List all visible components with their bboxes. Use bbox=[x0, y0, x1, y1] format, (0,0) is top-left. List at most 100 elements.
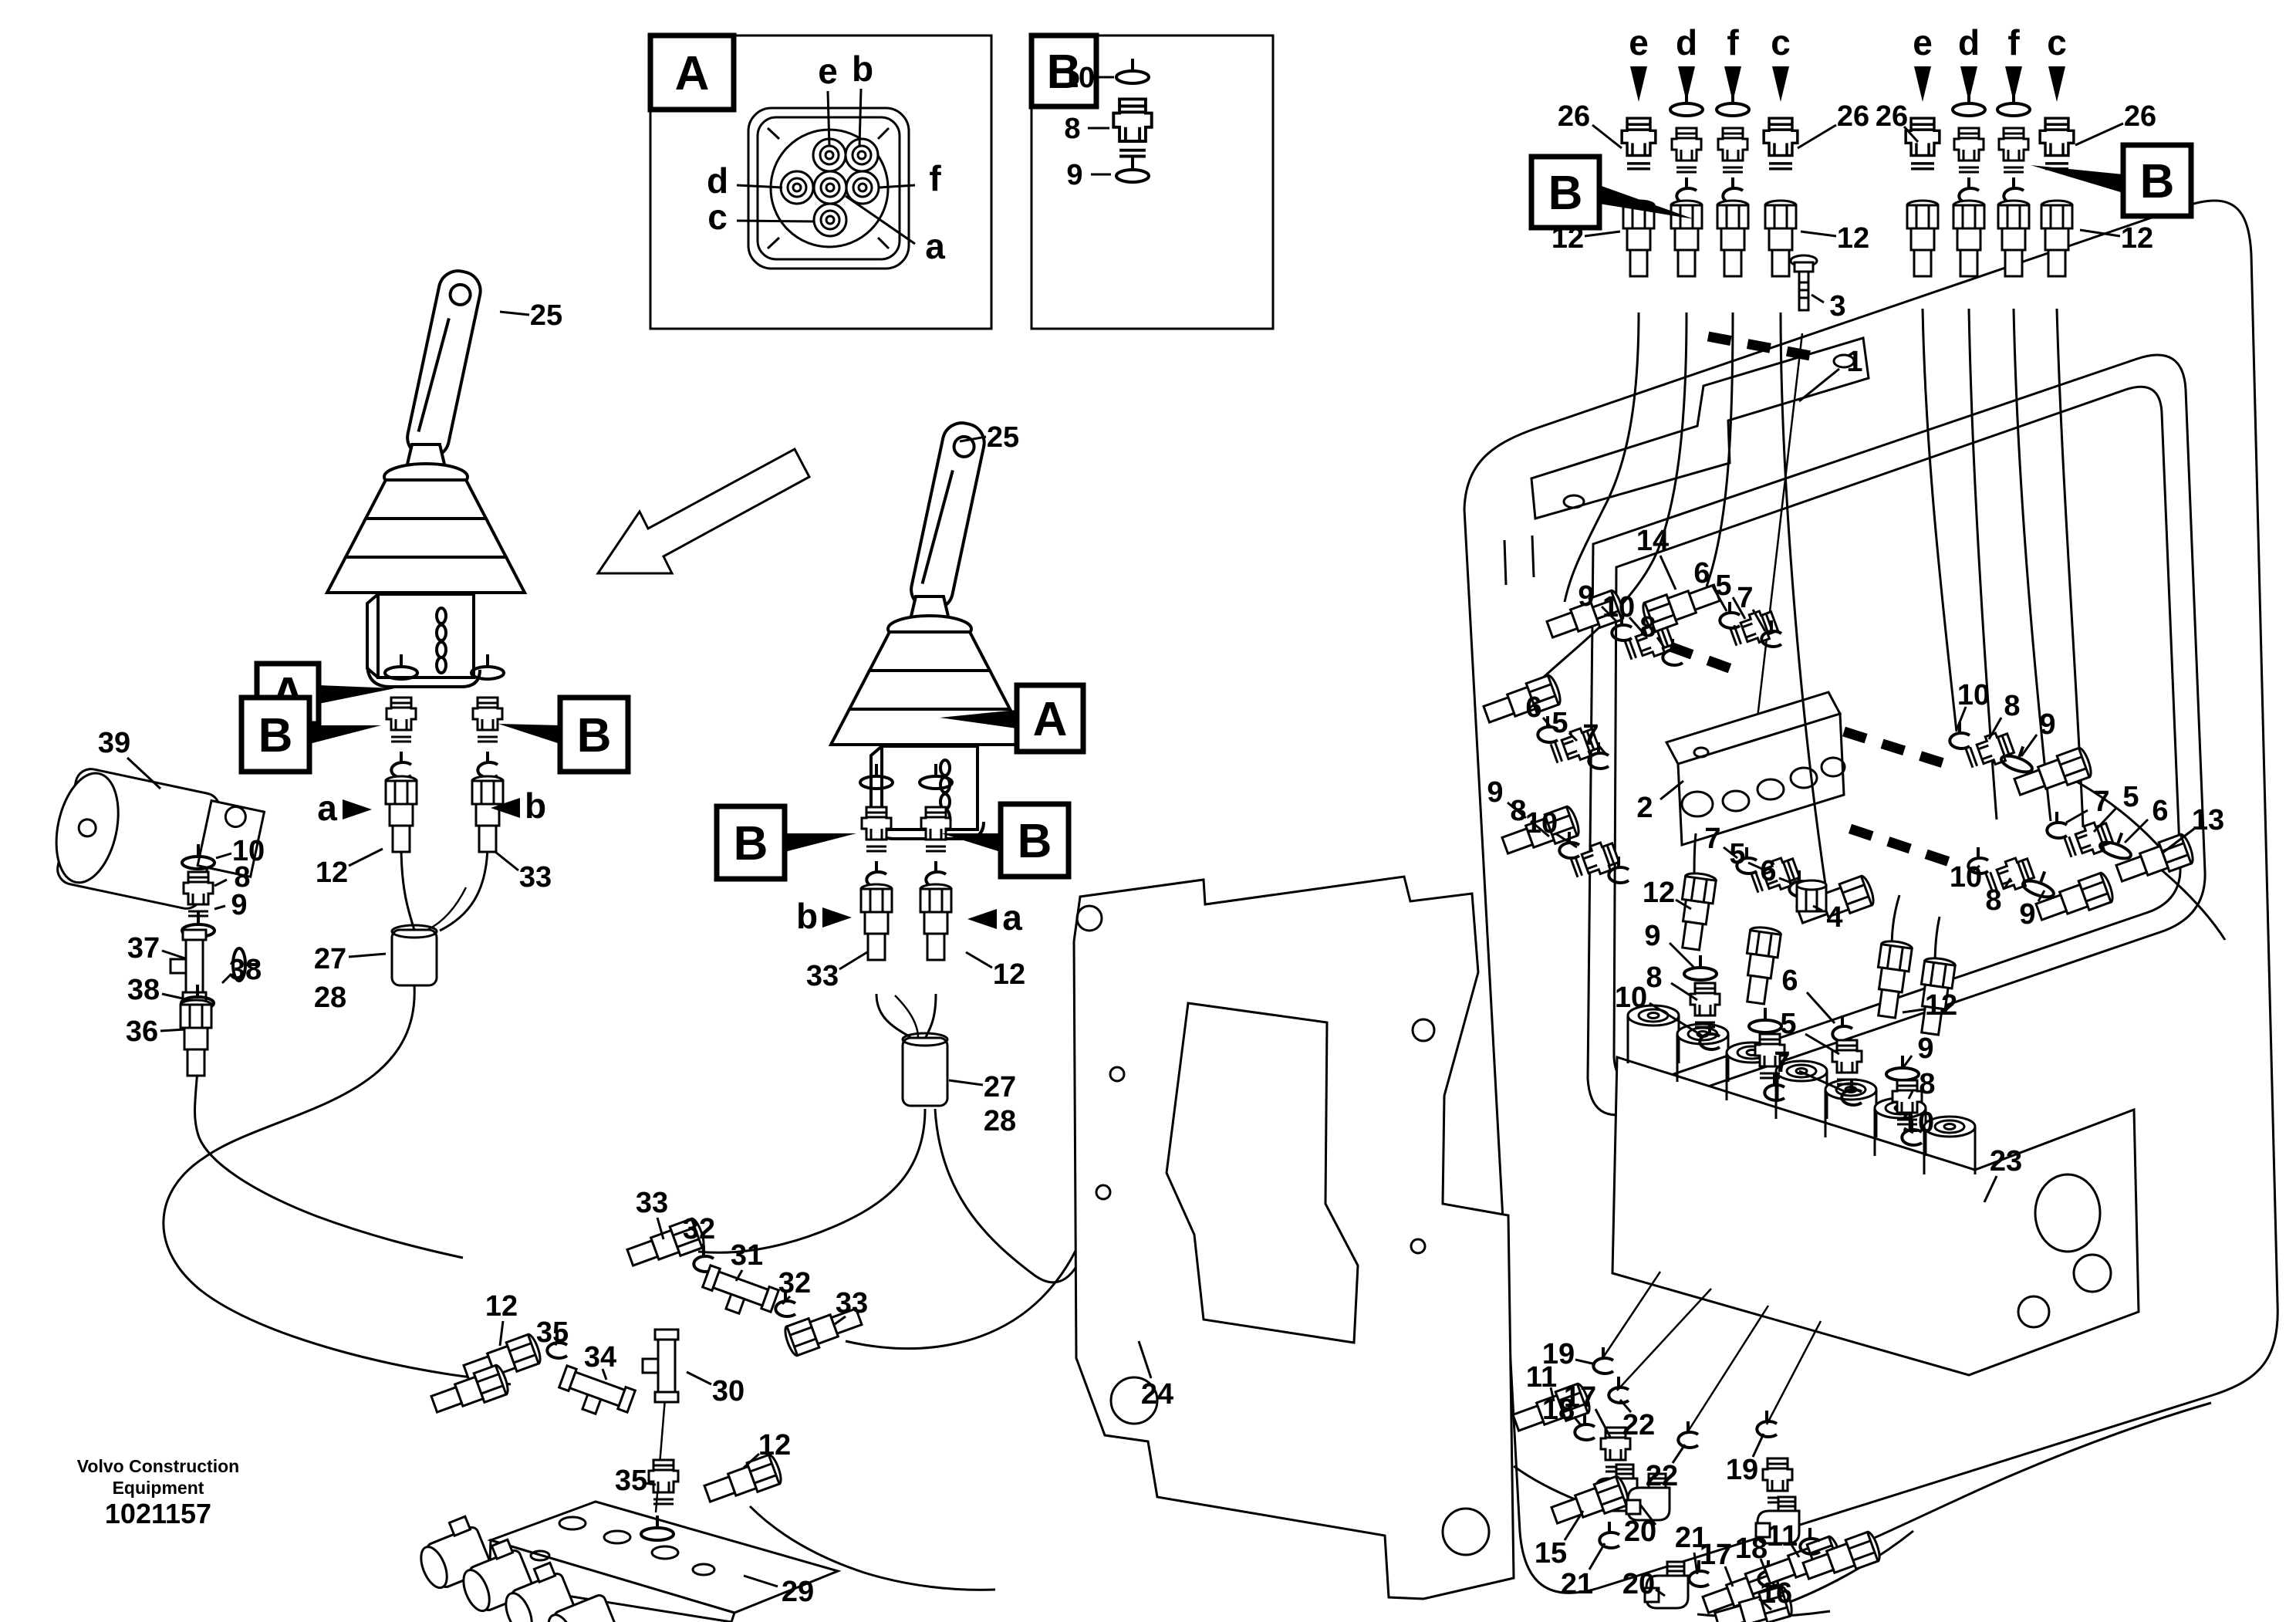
callout-label: 35 bbox=[615, 1465, 647, 1497]
fitting-np-icon bbox=[860, 806, 893, 853]
callout-label: 38 bbox=[127, 974, 160, 1006]
callout-8: 8 bbox=[1639, 611, 1666, 649]
callout-label: 4 bbox=[1826, 901, 1842, 934]
callout-c: c bbox=[1771, 22, 1791, 63]
callout-label: 10 bbox=[232, 835, 265, 867]
fitting-hn-icon bbox=[1480, 672, 1565, 731]
callout-label: 7 bbox=[1737, 582, 1753, 614]
callout-b: b bbox=[796, 896, 852, 936]
callout-d: d bbox=[707, 161, 783, 201]
callout-35: 35 bbox=[615, 1465, 657, 1497]
callout-leader bbox=[1649, 1002, 1703, 1037]
callout-label: e bbox=[818, 51, 838, 91]
fitting-cc-icon bbox=[1676, 1420, 1700, 1449]
callout-leader bbox=[1659, 555, 1677, 590]
callout-label: 12 bbox=[316, 857, 348, 889]
fitting-or-icon bbox=[470, 653, 505, 681]
callout-17: 17 bbox=[1700, 1539, 1734, 1587]
callout-21: 21 bbox=[1675, 1522, 1707, 1575]
letter-box-a: A bbox=[647, 32, 737, 113]
callout-9: 9 bbox=[1903, 1032, 1934, 1067]
callout-label: 9 bbox=[1066, 159, 1082, 191]
callout-33: 33 bbox=[636, 1187, 668, 1240]
callout-9: 9 bbox=[2020, 708, 2056, 757]
callout-leader bbox=[1592, 123, 1622, 150]
callout-35: 35 bbox=[536, 1316, 569, 1349]
callout-label: b bbox=[525, 786, 546, 826]
callout-label: 9 bbox=[1487, 776, 1503, 809]
callout-label: 8 bbox=[1510, 795, 1526, 827]
hoses-right bbox=[1513, 308, 2227, 1618]
callout-leader bbox=[499, 310, 530, 316]
callout-label: 27 bbox=[314, 943, 346, 975]
fitting-np-icon bbox=[647, 1458, 680, 1505]
callout-23: 23 bbox=[1983, 1145, 2022, 1203]
callout-leader bbox=[1983, 1175, 1998, 1203]
callout-leader bbox=[2079, 228, 2121, 238]
fitting-np-icon bbox=[1953, 127, 1985, 174]
callout-leader bbox=[1790, 1544, 1801, 1558]
callout-label: 19 bbox=[1542, 1338, 1575, 1370]
callout-leader bbox=[215, 852, 232, 860]
callout-label: 26 bbox=[1558, 100, 1590, 133]
callout-label: 12 bbox=[2121, 222, 2153, 255]
callout-12: 12 bbox=[742, 1429, 791, 1469]
fitting-np-icon bbox=[1761, 1457, 1794, 1504]
callout-6: 6 bbox=[2123, 795, 2169, 844]
callout-leader bbox=[126, 756, 162, 790]
callout-label: 34 bbox=[584, 1341, 616, 1374]
fitting-np-icon bbox=[1762, 117, 1799, 171]
fitting-or-icon bbox=[1885, 1054, 1920, 1082]
callout-27: 27 bbox=[314, 943, 387, 975]
callout-13: 13 bbox=[2161, 804, 2224, 855]
callout-leader bbox=[1778, 877, 1792, 884]
callout-label: 5 bbox=[2122, 781, 2139, 813]
port-arrow-icon bbox=[1772, 66, 1789, 102]
callout-17: 17 bbox=[1564, 1381, 1612, 1439]
callout-leader bbox=[2037, 890, 2046, 902]
fitting-np-icon bbox=[1689, 982, 1721, 1029]
callout-leader bbox=[1549, 1387, 1555, 1402]
direction-arrow bbox=[596, 447, 812, 575]
callout-10: 10 bbox=[1902, 1107, 1934, 1139]
callout-label: 10 bbox=[1602, 591, 1635, 623]
letter-box-label: A bbox=[1033, 693, 1068, 746]
callout-label: 8 bbox=[234, 861, 250, 894]
callout-9: 9 bbox=[1066, 159, 1111, 191]
sleeve-27-28-left bbox=[390, 887, 468, 987]
callout-label: 26 bbox=[1876, 100, 1908, 133]
callout-a: a bbox=[845, 194, 945, 266]
callout-6: 6 bbox=[1525, 691, 1552, 728]
callout-28: 28 bbox=[314, 982, 346, 1014]
callout-label: 27 bbox=[984, 1071, 1016, 1103]
fitting-hn-icon bbox=[1997, 199, 2031, 278]
callout-leader bbox=[826, 90, 831, 147]
callout-8: 8 bbox=[1646, 961, 1698, 1002]
callout-leader bbox=[1619, 1399, 1633, 1413]
callout-leader bbox=[1675, 898, 1692, 911]
callout-label: 15 bbox=[1535, 1537, 1567, 1570]
callout-label: 21 bbox=[1675, 1522, 1707, 1554]
callout-label: 10 bbox=[1950, 861, 1982, 894]
callout-5: 5 bbox=[1715, 569, 1747, 620]
callout-label: a bbox=[317, 788, 337, 828]
callout-leader bbox=[2003, 877, 2012, 890]
callout-leader bbox=[1973, 864, 1980, 872]
callout-32: 32 bbox=[778, 1267, 811, 1306]
callout-leader bbox=[348, 952, 387, 958]
detail-view-a bbox=[649, 34, 993, 330]
callout-leader bbox=[1903, 125, 1920, 144]
callout-leader bbox=[965, 951, 993, 969]
fitting-hn-icon bbox=[1548, 1473, 1633, 1532]
pointer-wedge-icon bbox=[498, 724, 560, 744]
callout-26: 26 bbox=[1876, 100, 1920, 144]
callout-leader bbox=[2092, 806, 2119, 833]
callout-label: 28 bbox=[984, 1105, 1016, 1137]
callout-leader bbox=[1568, 732, 1578, 742]
callout-leader bbox=[348, 847, 383, 867]
port-arrow-icon bbox=[1724, 66, 1741, 102]
fitting-np-icon bbox=[1904, 117, 1941, 171]
callout-leader bbox=[1541, 717, 1552, 728]
port-arrow-icon bbox=[1630, 66, 1647, 102]
